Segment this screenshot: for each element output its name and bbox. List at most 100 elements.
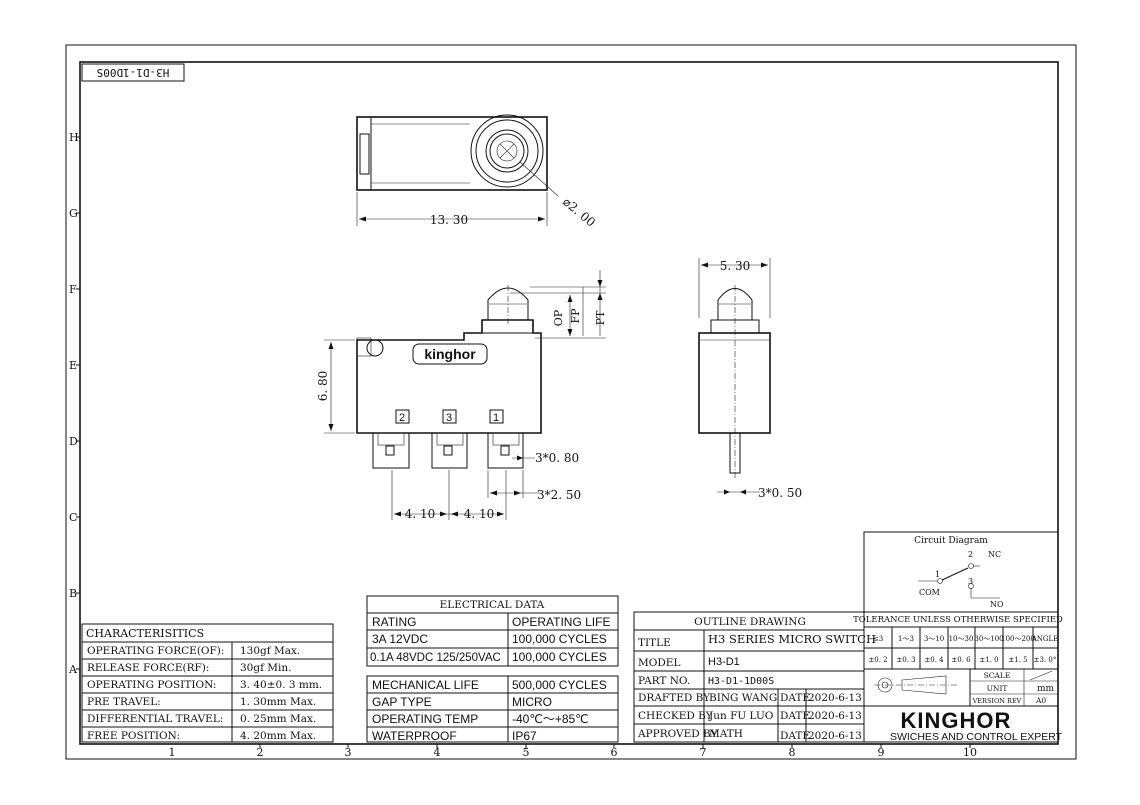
tolerance-value: ±3. 0° [1034,656,1057,664]
col-labels: 1 2 3 4 5 6 7 8 9 10 [169,746,978,759]
mech-label: OPERATING TEMP [372,712,478,726]
title-value: H3 SERIES MICRO SWITCH [708,632,876,646]
electrical-life: 100,000 CYCLES [512,632,607,646]
tolerance-value: ±0. 3 [896,656,915,664]
pin-number: 1 [493,412,499,424]
company-slogan: SWICHES AND CONTROL EXPERT [890,731,1063,743]
drawing-code-mirrored: H3-D1-1D00S [97,66,170,79]
part-label: PART NO. [638,675,690,687]
unit-label: UNIT [987,684,1008,693]
circuit-com: COM [919,588,940,597]
char-label: OPERATING FORCE(OF): [87,645,224,657]
dim-fp: FP [569,308,582,324]
outer-border [65,44,1077,760]
char-value: 4. 20mm Max. [240,730,316,742]
char-label: FREE POSITION: [87,730,180,742]
char-value: 30gf Min. [240,662,292,674]
row-label: H [69,131,79,144]
dim-top-length: 13. 30 [430,213,468,227]
dim-op: OP [552,309,565,326]
circuit-com-num: 1 [935,570,940,579]
electrical-title: ELECTRICAL DATA [440,599,545,611]
char-label: PRE TRAVEL: [87,696,161,708]
col-label: 9 [878,746,885,759]
col-label: 3 [345,746,352,759]
company-block [863,705,1059,743]
drafted-value: BING WANG [709,692,777,704]
mech-value: -40℃～+85℃ [512,712,589,726]
outline-drawing-label: OUTLINE DRAWING [694,616,806,628]
date-label: DATE [780,730,810,742]
date-value: 2020-6-13 [808,710,862,722]
electrical-col-life: OPERATING LIFE [512,615,610,629]
char-value: 0. 25mm Max. [240,713,316,725]
date-label: DATE [780,710,810,722]
electrical-rating: 0.1A 48VDC 125/250VAC [370,652,501,664]
row-label: F [69,283,77,296]
electrical-rating: 3A 12VDC [372,632,428,646]
electrical-life: 100,000 CYCLES [512,650,607,664]
tolerance-title: TOLERANCE UNLESS OTHERWISE SPECIFIED [853,615,1063,625]
unit-value: mm [1037,684,1055,694]
tolerance-value: ±0. 4 [924,656,944,664]
circuit-nc: NC [988,550,1001,559]
drafted-label: DRAFTED BY [638,692,711,704]
drawing-code-box [81,63,185,82]
tolerance-header: ≤3 [873,635,883,643]
row-label: E [69,359,77,372]
tolerance-header: 10～30 [949,635,974,643]
dim-height: 6. 80 [316,371,330,402]
model-label: MODEL [638,657,680,669]
checked-value: Jun FU LUO [708,710,774,722]
version-value: A0 [1035,696,1046,705]
mech-label: MECHANICAL LIFE [372,678,479,692]
body-logo: kinghor [424,346,476,362]
circuit-no: NO [990,600,1004,609]
mech-value: IP67 [512,729,537,743]
checked-label: CHECKED BY [638,710,714,722]
electrical-col-rating: RATING [372,615,416,629]
col-label: 1 [169,746,176,759]
mechanical-table [366,675,619,743]
part-value: H3-D1-1D00S [708,676,774,687]
col-label: 8 [789,746,796,759]
row-label: C [69,511,77,524]
row-label: A [68,663,78,676]
characteristics-title: CHARACTERISITICS [86,627,204,640]
tolerance-value: ±0. 6 [951,656,971,664]
circuit-no-num: 3 [968,577,973,586]
char-value: 130gf Max. [240,645,300,657]
scale-label: SCALE [984,671,1011,680]
date-value: 2020-6-13 [808,692,862,704]
tolerance-value: ±1. 0 [979,656,998,664]
char-label: DIFFERENTIAL TRAVEL: [87,713,223,725]
char-label: OPERATING POSITION: [87,679,216,691]
mech-label: WATERPROOF [372,729,457,743]
dim-pin-thickness-side: 3*0. 50 [758,486,802,500]
col-label: 7 [700,746,707,759]
projection-block [863,668,1059,707]
tolerance-header: ANGLE [1031,635,1059,643]
characteristics-table [81,623,334,743]
tolerance-header: 30～100 [974,635,1003,643]
row-label: G [69,207,78,220]
side-view [698,258,771,495]
dim-pin-width: 3*2. 50 [537,488,581,502]
top-view [356,114,559,226]
char-value: 3. 40±0. 3 mm. [240,679,322,691]
row-label: D [69,435,78,448]
dim-pt: PT [594,310,607,325]
company-name: KINGHOR [901,708,1012,733]
row-label: B [69,587,77,600]
pin-number: 3 [446,412,452,424]
col-label: 5 [523,746,530,759]
model-value: H3-D1 [708,656,740,668]
title-label: TITLE [638,637,671,649]
circuit-nc-num: 2 [968,550,973,559]
tolerance-header: 100～200 [1001,635,1035,643]
col-label: 4 [434,746,441,759]
col-label: 6 [611,746,618,759]
col-label: 2 [257,746,264,759]
date-value: 2020-6-13 [808,730,862,742]
electrical-table [366,595,619,667]
